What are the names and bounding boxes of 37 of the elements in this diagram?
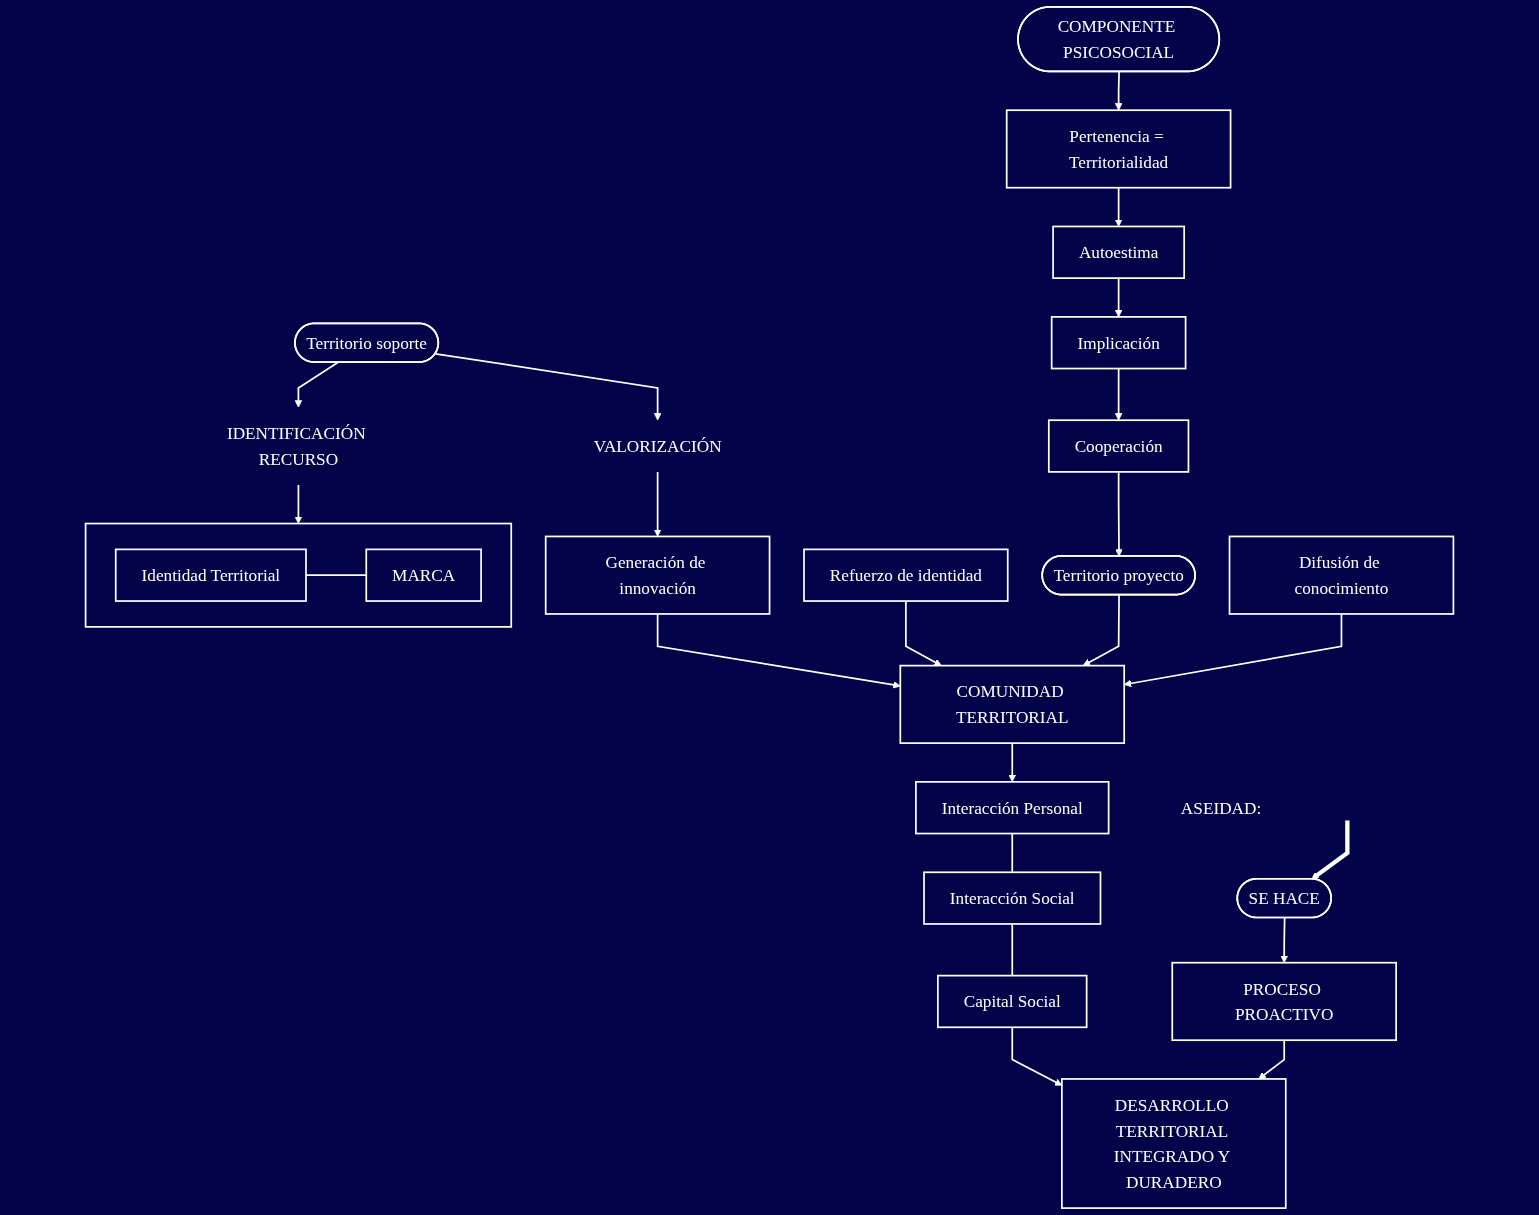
node-label: ASEIDAD:: [1180, 798, 1262, 818]
node-box: Refuerzo de identidad: [803, 548, 1009, 602]
node-box: Interacción Social: [923, 871, 1102, 925]
node-box: MARCA: [365, 548, 482, 602]
arrow: [294, 483, 303, 524]
arrow: [1258, 1039, 1286, 1080]
arrow: [294, 361, 339, 408]
arrow: [1114, 71, 1123, 111]
node-box: Capital Social: [937, 974, 1088, 1029]
node-box: Difusión de conocimiento: [1228, 535, 1455, 615]
node-box: Autoestima: [1052, 225, 1186, 279]
node-box: DESARROLLO TERRITORIAL INTEGRADO Y DURADERO: [1061, 1078, 1287, 1209]
node-box: Identidad Territorial: [114, 548, 307, 602]
arrow: [905, 600, 942, 666]
arrow: [1008, 742, 1017, 783]
node-text: VALORIZACIÓN: [593, 436, 722, 456]
connector: [1011, 832, 1014, 874]
arrow: [1115, 471, 1123, 557]
arrow: [1114, 277, 1123, 318]
arrow: [656, 613, 901, 689]
node-box: Pertenencia = Territorialidad: [1005, 109, 1232, 189]
arrow: [1311, 820, 1350, 880]
node-box: Implicación: [1050, 316, 1187, 370]
arrow: [1082, 594, 1120, 666]
node-box: Interacción Personal: [915, 781, 1110, 835]
node-text: IDENTIFICACIÓN RECURSO: [226, 423, 366, 469]
node-box: Generación de innovación: [544, 535, 771, 615]
arrow: [653, 471, 662, 537]
connector: [1011, 923, 1014, 977]
node-box: Cooperación: [1047, 419, 1190, 473]
arrow: [434, 352, 662, 421]
arrow: [1114, 186, 1123, 227]
node-box: COMUNIDAD TERRITORIAL: [899, 664, 1126, 744]
arrow: [1280, 917, 1288, 964]
arrow: [1114, 367, 1123, 421]
cluster: [84, 522, 513, 628]
node-box: PROCESO PROACTIVO: [1171, 961, 1397, 1042]
